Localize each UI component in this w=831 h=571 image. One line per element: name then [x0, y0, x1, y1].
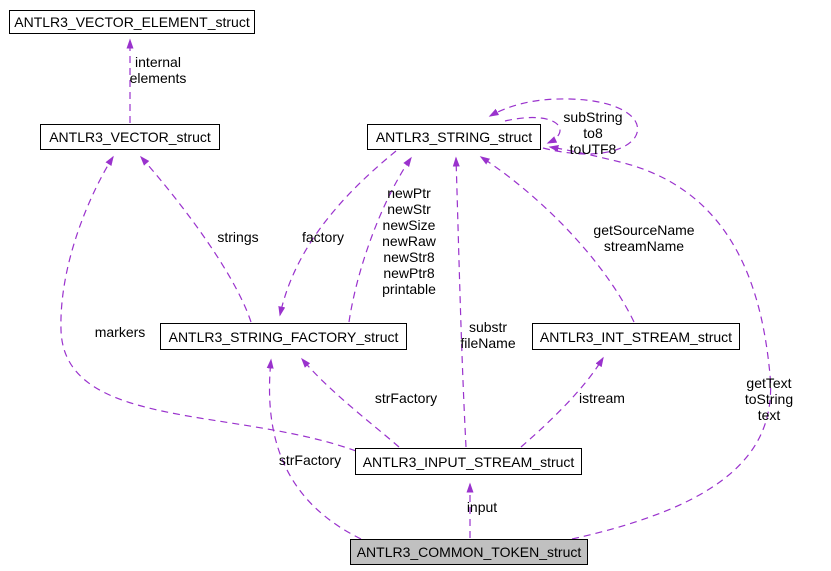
edge-strings — [140, 155, 252, 323]
edge-string-methods — [348, 156, 412, 323]
node-antlr3-string-factory-struct[interactable]: ANTLR3_STRING_FACTORY_struct — [160, 323, 407, 350]
edge-get-text — [548, 144, 772, 540]
node-antlr3-vector-element-struct[interactable]: ANTLR3_VECTOR_ELEMENT_struct — [9, 10, 255, 34]
edge-get-source-name — [479, 156, 635, 323]
node-antlr3-string-struct[interactable]: ANTLR3_STRING_struct — [367, 124, 541, 150]
node-antlr3-int-stream-struct[interactable]: ANTLR3_INT_STREAM_struct — [532, 323, 740, 350]
node-antlr3-input-stream-struct[interactable]: ANTLR3_INPUT_STREAM_struct — [355, 448, 582, 475]
edge-istream — [520, 356, 604, 448]
edge-substr-filename — [452, 156, 467, 448]
edge-str-factory-input — [301, 357, 400, 448]
node-antlr3-common-token-struct: ANTLR3_COMMON_TOKEN_struct — [350, 539, 588, 565]
edge-markers — [60, 155, 357, 452]
edge-factory — [278, 150, 397, 317]
node-antlr3-vector-struct[interactable]: ANTLR3_VECTOR_struct — [40, 124, 220, 150]
edge-self-loop-outer — [488, 98, 639, 155]
edge-str-factory-token — [266, 358, 362, 540]
edge-self-loop-inner — [504, 116, 561, 144]
